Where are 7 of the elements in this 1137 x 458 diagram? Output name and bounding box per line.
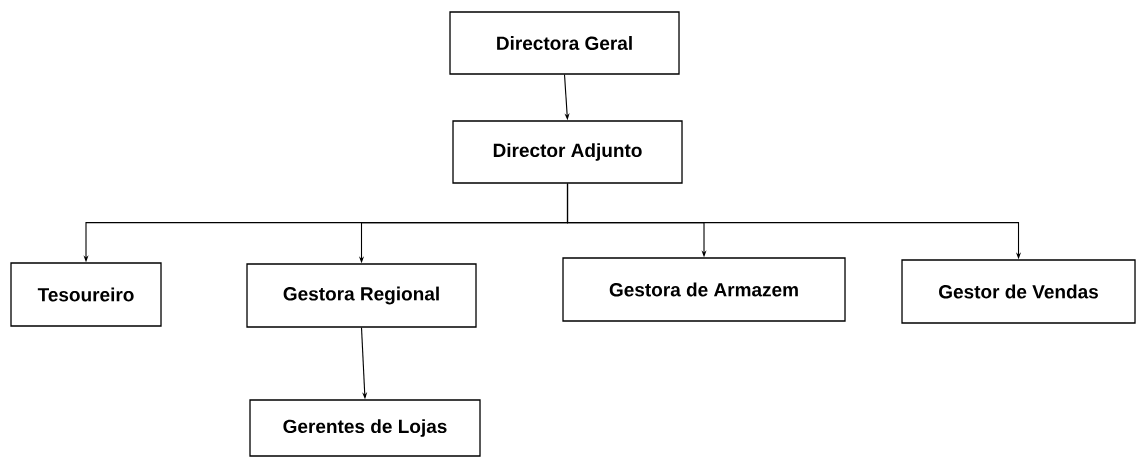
org-box: Gestora Regional xyxy=(246,263,477,328)
org-box: Tesoureiro xyxy=(10,262,162,327)
org-box: Directora Geral xyxy=(449,11,680,75)
org-box: Gerentes de Lojas xyxy=(249,399,481,457)
org-box: Gestor de Vendas xyxy=(901,259,1136,324)
org-box: Director Adjunto xyxy=(452,120,683,184)
org-box: Gestora de Armazem xyxy=(562,257,846,322)
